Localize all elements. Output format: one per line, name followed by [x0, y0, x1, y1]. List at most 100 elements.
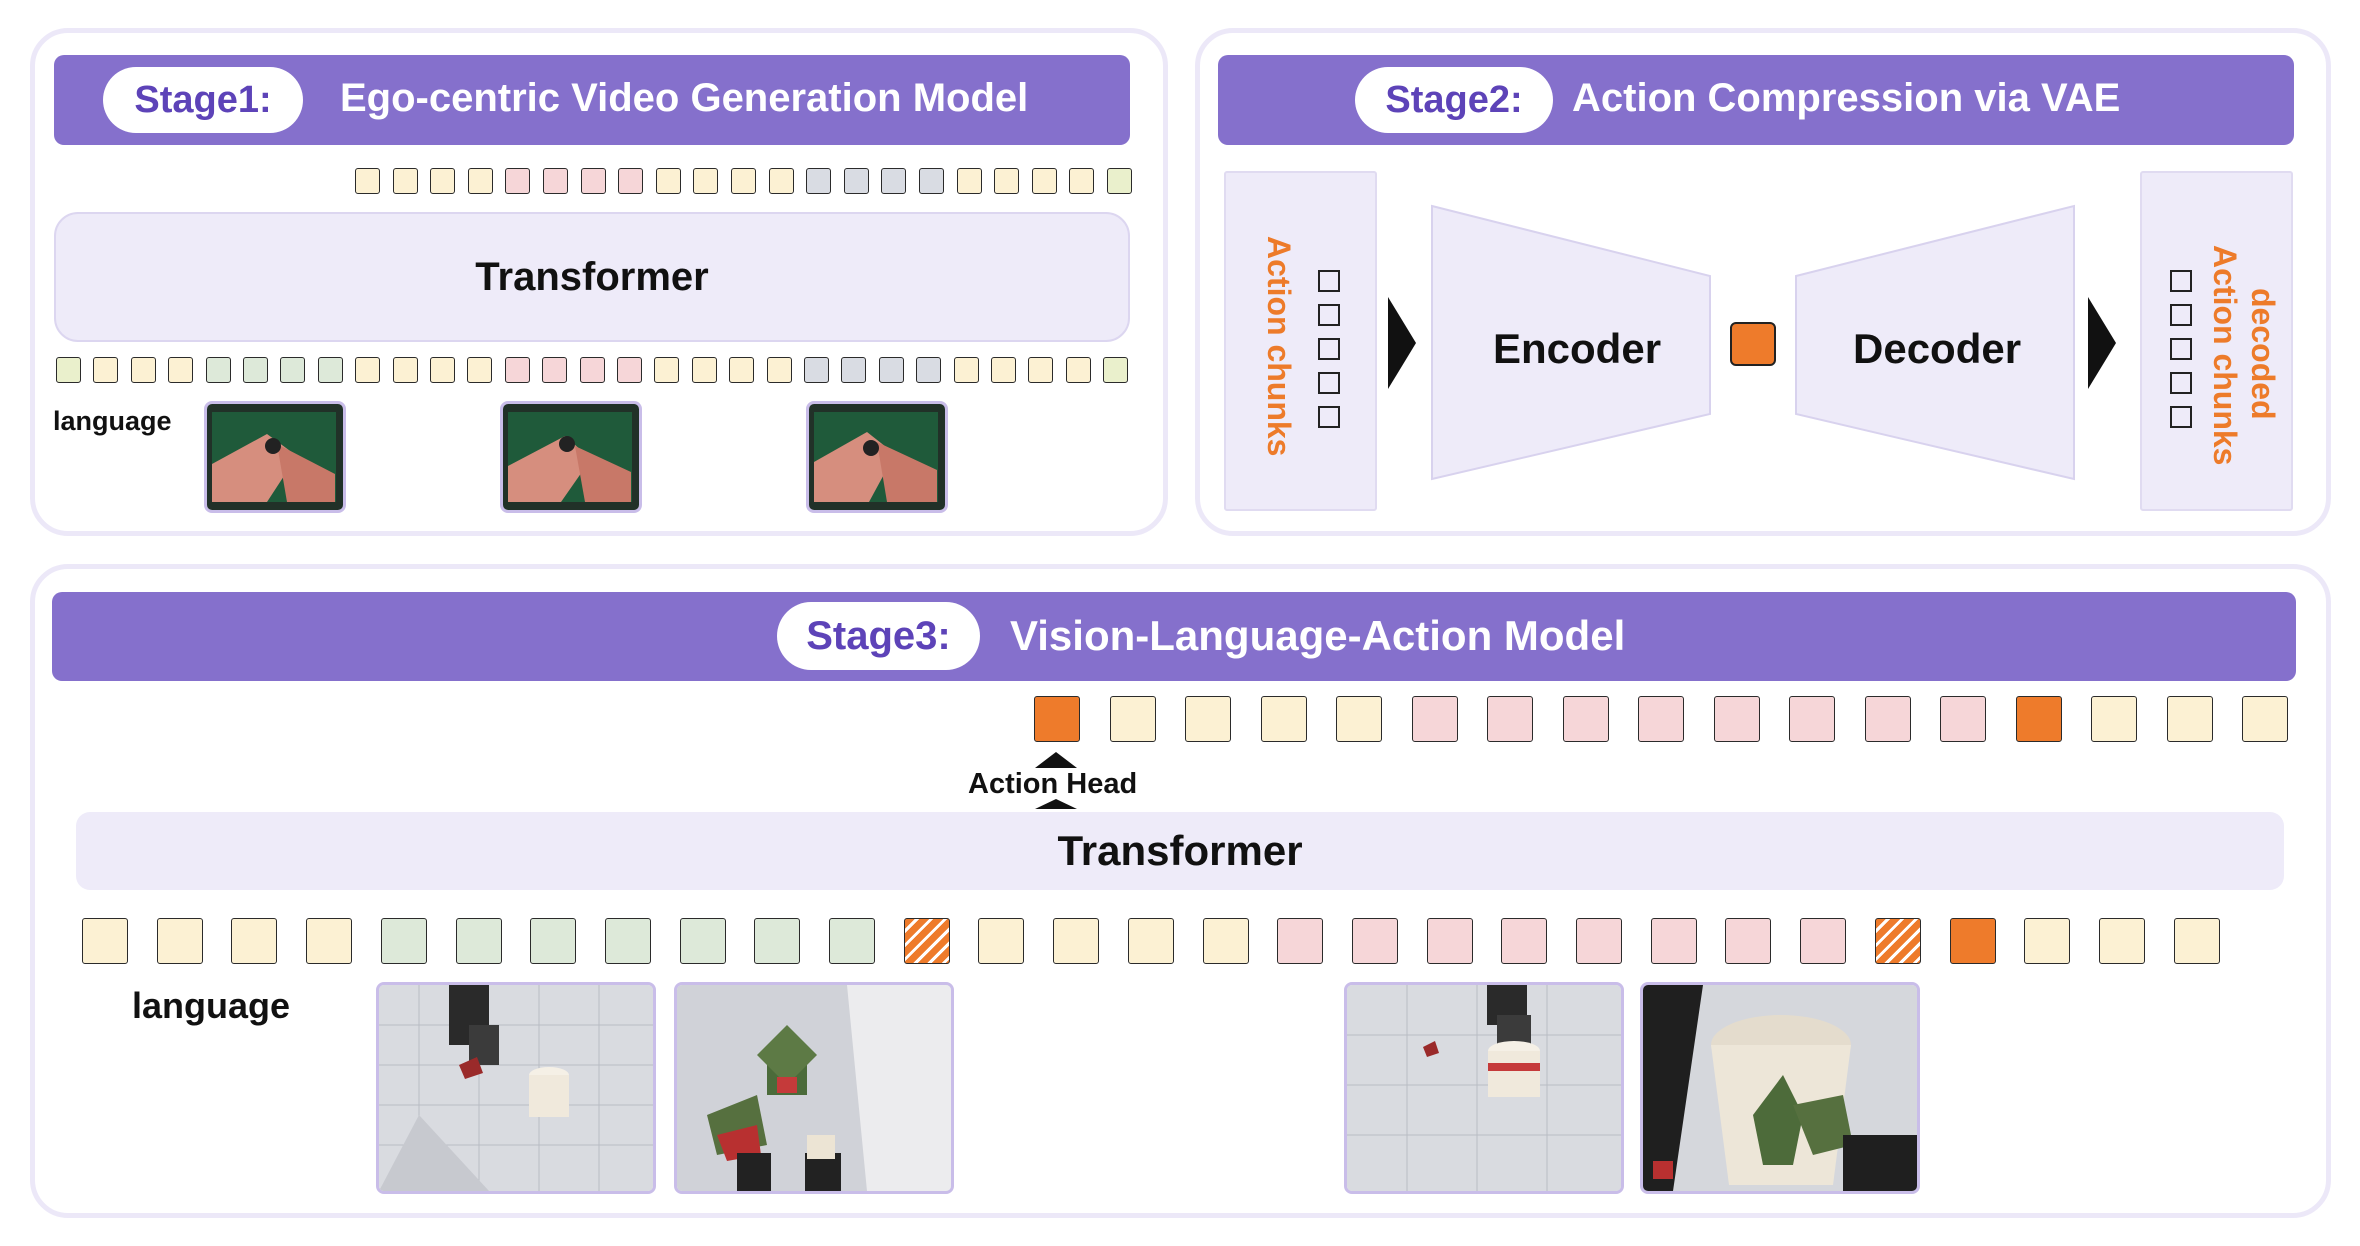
- encoder-trapezoid: [1431, 204, 1711, 481]
- stage3-robot-frame-4: [1640, 982, 1920, 1194]
- arrow-right-icon: [1388, 297, 1416, 389]
- stage2-output-box: [2140, 171, 2293, 511]
- token: [543, 168, 568, 194]
- token: [168, 357, 194, 383]
- token: [2098, 918, 2145, 964]
- token: [306, 918, 353, 964]
- token: [1949, 918, 1996, 964]
- stage3-title: Vision-Language-Action Model: [1010, 612, 1626, 659]
- token: [1940, 696, 1986, 742]
- stage3-language-label: language: [132, 985, 291, 1026]
- stage2-input-label: Action chunks: [1261, 236, 1297, 457]
- token: [843, 168, 869, 194]
- token: [1501, 918, 1548, 964]
- token: [1260, 696, 1307, 742]
- token: [1713, 696, 1760, 742]
- token: [156, 918, 203, 964]
- token: [878, 357, 904, 383]
- token: [1426, 918, 1473, 964]
- token: [130, 357, 156, 383]
- token: [919, 168, 944, 194]
- stage2-input-box: [1224, 171, 1377, 511]
- stage1-title: Ego-centric Video Generation Model: [340, 76, 1029, 120]
- stage2-badge: Stage2:: [1355, 67, 1553, 133]
- token: [1789, 696, 1835, 742]
- token: [1028, 357, 1054, 383]
- stage3-robot-frame-3: [1344, 982, 1624, 1194]
- arrow-up-icon: [1035, 799, 1077, 809]
- token: [1725, 918, 1772, 964]
- token: [231, 918, 278, 964]
- stage3-robot-frame-1: [376, 982, 656, 1194]
- token: [618, 168, 644, 194]
- token: [1576, 918, 1622, 964]
- stage3-badge: Stage3:: [777, 602, 980, 670]
- token: [579, 357, 605, 383]
- stage2-output-label-1: decoded: [2245, 288, 2281, 420]
- token: [1650, 918, 1697, 964]
- stage3-banner: [52, 592, 2296, 681]
- token: [754, 918, 801, 964]
- token: [1031, 168, 1057, 194]
- token: [2024, 918, 2071, 964]
- token: [841, 357, 867, 383]
- token: [56, 357, 81, 383]
- token: [1800, 918, 1847, 964]
- arrow-right-icon: [2088, 297, 2116, 389]
- token: [1127, 918, 1174, 964]
- token: [392, 168, 418, 194]
- token: [1065, 357, 1091, 383]
- token: [542, 357, 568, 383]
- token: [1336, 696, 1382, 742]
- token: [2173, 918, 2220, 964]
- stage2-output-label-2: Action chunks: [2207, 245, 2243, 466]
- stage3-robot-frame-2: [674, 982, 954, 1194]
- stage1-video-frame-3: [806, 401, 948, 513]
- stage1-transformer: Transformer: [54, 212, 1130, 342]
- token: [530, 918, 577, 964]
- token: [1411, 696, 1458, 742]
- token: [1487, 696, 1533, 742]
- token: [2091, 696, 2137, 742]
- token: [93, 357, 119, 383]
- token: [430, 168, 456, 194]
- token: [82, 918, 128, 964]
- token: [768, 168, 794, 194]
- token: [455, 918, 502, 964]
- token: [467, 168, 493, 194]
- token: [1107, 168, 1132, 194]
- token: [617, 357, 642, 383]
- token: [1562, 696, 1609, 742]
- token: [679, 918, 726, 964]
- token: [280, 357, 306, 383]
- token: [1277, 918, 1324, 964]
- token: [504, 357, 530, 383]
- token: [829, 918, 875, 964]
- token: [655, 168, 681, 194]
- token: [1351, 918, 1398, 964]
- token: [991, 357, 1016, 383]
- stage1-video-frame-2: [500, 401, 642, 513]
- token: [1202, 918, 1249, 964]
- stage1-language-label: language: [53, 406, 172, 436]
- token: [1034, 696, 1080, 742]
- token: [903, 918, 950, 964]
- token: [2166, 696, 2213, 742]
- token: [317, 357, 343, 383]
- token: [355, 168, 380, 194]
- token: [604, 918, 651, 964]
- token: [654, 357, 680, 383]
- token: [729, 357, 755, 383]
- token: [994, 168, 1020, 194]
- stage3-transformer: Transformer: [76, 812, 2284, 890]
- token: [2015, 696, 2062, 742]
- decoder-label: Decoder: [1853, 325, 2022, 372]
- encoder-label: Encoder: [1493, 325, 1662, 372]
- action-head-label: Action Head: [968, 768, 1138, 800]
- token: [1874, 918, 1921, 964]
- token: [355, 357, 381, 383]
- token: [2242, 696, 2288, 742]
- latent-token: [1730, 322, 1776, 366]
- token: [978, 918, 1025, 964]
- token: [1185, 696, 1231, 742]
